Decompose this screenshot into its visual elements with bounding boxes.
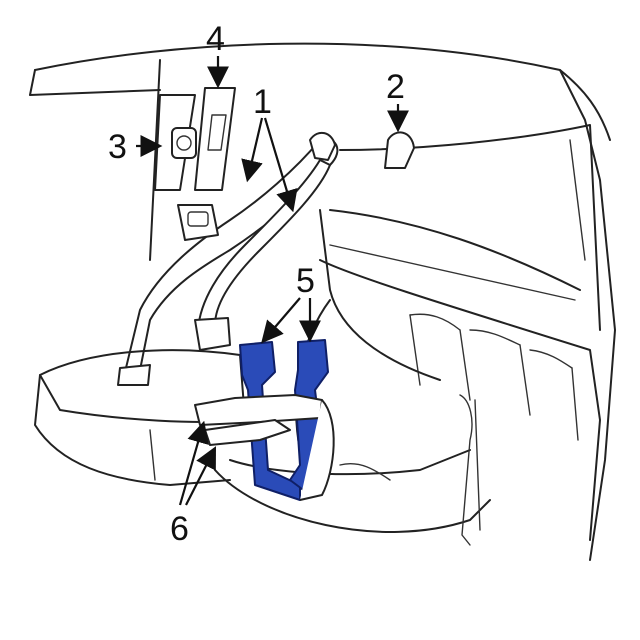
cab-interior [29, 42, 616, 561]
callout-1: 1 [253, 83, 272, 121]
callout-4: 4 [206, 20, 225, 58]
callout-5: 5 [296, 262, 315, 300]
lap-belt-tongues [194, 394, 391, 501]
retractor-bracket [171, 127, 197, 159]
callout-6: 6 [170, 510, 189, 548]
pillar-trim [154, 87, 236, 191]
callout-2: 2 [386, 68, 405, 106]
callout-3: 3 [108, 128, 127, 166]
anchor-cover [384, 131, 415, 169]
lower-anchor [459, 394, 481, 546]
leader-lines [136, 56, 409, 506]
